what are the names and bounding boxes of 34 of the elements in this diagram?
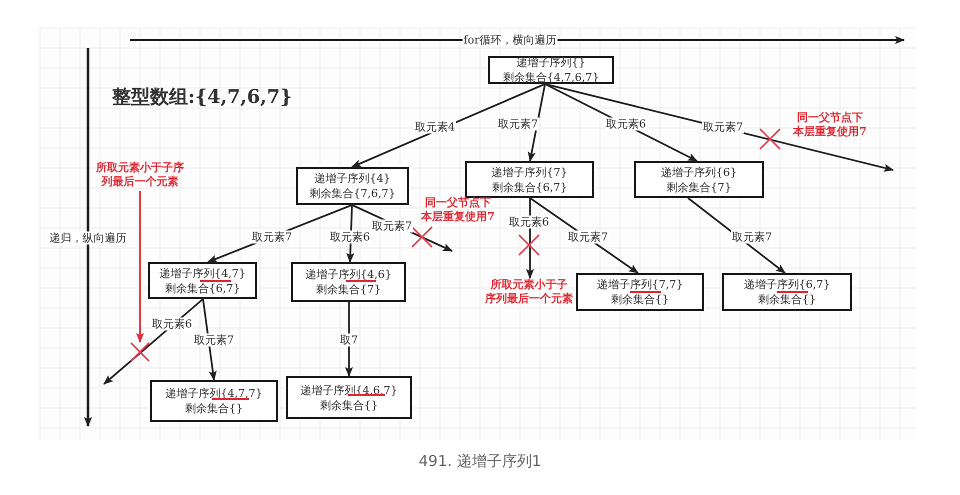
edge-label: 取元素4 xyxy=(414,120,456,134)
arrow xyxy=(544,83,894,172)
edge-label: 取元素7 xyxy=(251,230,293,244)
edge-label: 取元素7 xyxy=(731,230,773,244)
cross-mark xyxy=(130,342,150,362)
edge-label: 取元素6 xyxy=(508,216,550,228)
tree-node-box: 递增子序列{4,6} 剩余集合{7} xyxy=(291,262,406,302)
edge-label: 取元素6 xyxy=(605,118,647,130)
axis-label: 递归，纵向遍历 xyxy=(48,232,128,244)
edge-label: 取元素6 xyxy=(151,318,193,330)
edge-label: 取元素7 xyxy=(371,220,413,232)
annotation-text: 所取元素小于子序列最后一个元素 xyxy=(86,161,194,189)
tree-node-box: 递增子序列{6,7} 剩余集合{} xyxy=(722,273,852,311)
arrow xyxy=(345,302,353,377)
tree-node-box: 递增子序列{4} 剩余集合{7,6,7} xyxy=(296,167,409,205)
edge-label: 取元素7 xyxy=(702,120,744,134)
tree-node-box: 递增子序列{} 剩余集合{4,7,6,7} xyxy=(488,56,614,84)
annotation-text: 同一父节点下本层重复使用7 xyxy=(420,196,496,224)
diagram-title: 整型数组:{4,7,6,7} xyxy=(112,85,292,110)
annotation-text: 所取元素小于子序列最后一个元素 xyxy=(484,278,574,306)
edge-label: 取元素6 xyxy=(329,230,371,244)
axis-label: for循环，横向遍历 xyxy=(462,34,558,46)
tree-node-box: 递增子序列{7} 剩余集合{6,7} xyxy=(465,161,594,198)
tree-node-box: 递增子序列{4,7,7} 剩余集合{} xyxy=(150,380,278,422)
pointer-arrow xyxy=(136,191,144,343)
tree-node-box: 递增子序列{6} 剩余集合{7} xyxy=(634,161,764,198)
edge-label: 取7 xyxy=(339,334,359,346)
edge-label: 取元素7 xyxy=(193,334,235,346)
caption: 491. 递增子序列1 xyxy=(418,452,542,471)
annotation-text: 同一父节点下本层重复使用7 xyxy=(792,111,868,139)
tree-node-box: 递增子序列{4,7} 剩余集合{6,7} xyxy=(148,262,257,299)
edge-label: 取元素7 xyxy=(497,118,539,130)
tree-node-box: 递增子序列{7,7} 剩余集合{} xyxy=(576,273,704,311)
edge-label: 取元素7 xyxy=(567,230,609,244)
